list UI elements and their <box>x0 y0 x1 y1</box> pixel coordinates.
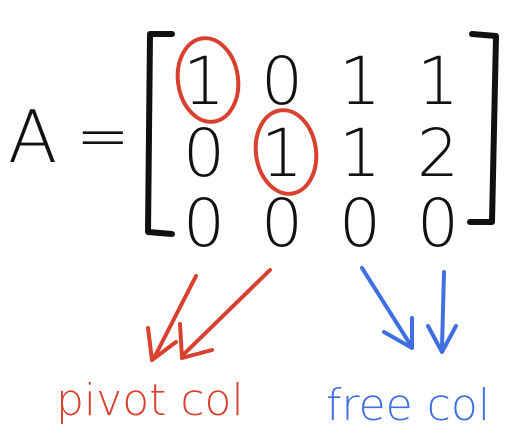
matrix-entry-r0-c1: 0 <box>261 43 303 120</box>
left-bracket <box>145 31 175 237</box>
pivot-arrow-col2-head <box>178 322 214 360</box>
pivot-arrows <box>146 268 272 362</box>
matrix-name: A <box>8 95 57 179</box>
matrix-entry-r0-c3: 1 <box>417 43 459 120</box>
free-arrow-col3 <box>360 266 412 346</box>
pivot-col-label: pivot col <box>56 375 244 426</box>
equals-sign: = <box>76 100 130 174</box>
matrix-entry-r2-c2: 0 <box>339 185 381 262</box>
matrix-entry-r0-c2: 1 <box>339 43 381 120</box>
matrix-entry-r1-c3: 2 <box>417 115 459 192</box>
matrix-entry-r2-c1: 0 <box>261 185 303 262</box>
pivot-arrow-col1 <box>152 274 198 360</box>
matrix-entry-r0-c0: 1 <box>183 43 225 120</box>
pivot-circles <box>175 36 319 196</box>
matrix-entry-r2-c3: 0 <box>417 185 459 262</box>
right-bracket <box>467 31 499 225</box>
matrix-entry-r1-c0: 0 <box>183 115 225 192</box>
pivot-arrow-col1-head <box>146 326 178 362</box>
free-arrow-col4-head <box>426 324 458 354</box>
matrix-entry-r1-c2: 1 <box>339 115 381 192</box>
free-arrow-col3-head <box>382 316 414 350</box>
pivot-circle-2 <box>253 108 319 196</box>
free-arrows <box>360 266 458 354</box>
pivot-arrow-col2 <box>182 268 272 356</box>
free-col-label: free col <box>326 380 490 431</box>
matrix-entry-r1-c1: 1 <box>261 115 303 192</box>
pivot-circle-1 <box>175 36 241 124</box>
free-arrow-col4 <box>440 270 446 350</box>
matrix-entry-r2-c0: 0 <box>183 185 225 262</box>
